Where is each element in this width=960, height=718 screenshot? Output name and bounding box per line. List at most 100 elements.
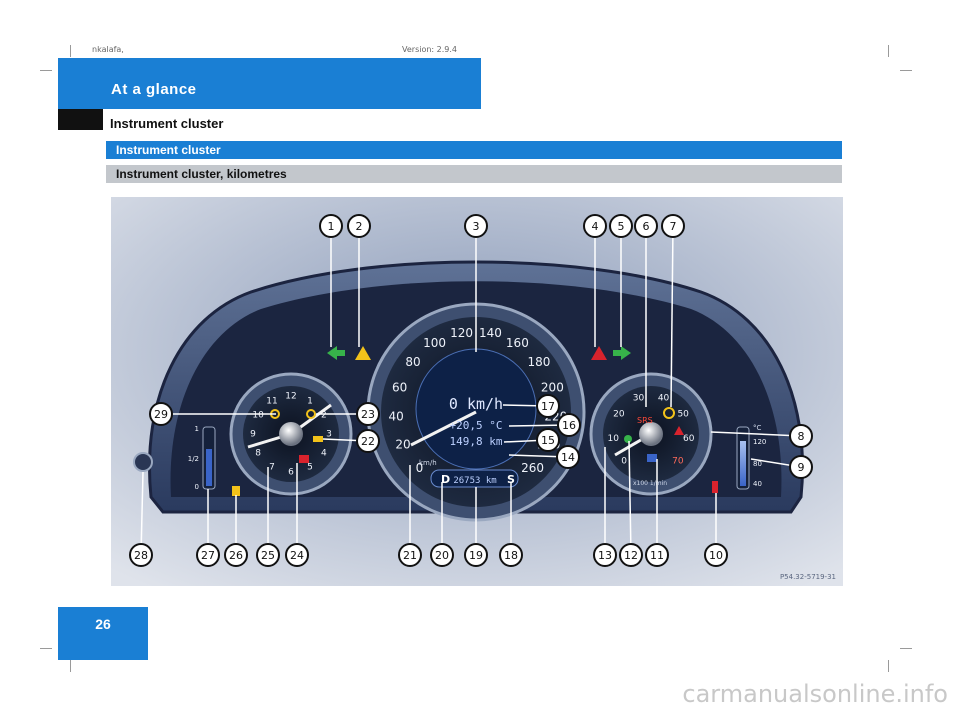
srs-warning-lamp: SRS [637, 416, 653, 425]
callout-badge [347, 214, 371, 238]
clock-tick-label: 7 [269, 462, 275, 472]
callout-badge [536, 394, 560, 418]
callout-badge [464, 214, 488, 238]
callout-badge [356, 402, 380, 426]
clock-tick-label: 11 [266, 397, 277, 407]
clock-tick-label: 9 [250, 430, 256, 440]
callout-badge [789, 424, 813, 448]
callout-number: 3 [473, 220, 480, 233]
coolant-level-bar [740, 441, 746, 486]
callout-badge [583, 214, 607, 238]
callout-number: 12 [624, 549, 638, 562]
callout-badge [398, 543, 422, 567]
callout-number: 26 [229, 549, 243, 562]
coolant-tick-label: 80 [753, 460, 762, 468]
callout-badge [619, 543, 643, 567]
callout-number: 23 [361, 408, 375, 421]
callout-badge [129, 543, 153, 567]
crop-mark [888, 660, 889, 672]
battery-lamp-icon [299, 455, 309, 463]
speedometer-tick-label: 160 [506, 336, 529, 350]
coolant-unit: °C [753, 424, 762, 432]
callout-number: 1 [328, 220, 335, 233]
esp-lamp-icon [674, 426, 684, 435]
callout-number: 27 [201, 549, 215, 562]
speedometer-tick-label: 60 [392, 381, 407, 395]
clock-tick-label: 6 [288, 468, 294, 478]
speedometer-tick-label: 140 [479, 326, 502, 340]
engine-lamp-icon [313, 436, 323, 442]
callout-badge [704, 543, 728, 567]
callout-badge [319, 214, 343, 238]
abs-lamp-icon [663, 407, 675, 419]
clock-tick-label: 12 [285, 392, 296, 402]
instrument-cluster-figure: 020406080100120140160180200220240260 121… [111, 197, 843, 586]
section-label: At a glance [111, 81, 197, 98]
section-marker [58, 109, 103, 130]
display-speed: 0 km/h [449, 395, 503, 413]
clock-tick-label: 3 [326, 430, 332, 440]
callout-number: 9 [798, 461, 805, 474]
gear-indicator: D [441, 473, 450, 486]
callout-badge [556, 445, 580, 469]
tachometer-tick-label: 50 [677, 409, 689, 419]
watermark: carmanualsonline.info [682, 680, 948, 708]
callout-number: 20 [435, 549, 449, 562]
callout-number: 6 [643, 220, 650, 233]
callout-badge [645, 543, 669, 567]
reset-button-icon [133, 452, 153, 472]
crop-mark [40, 70, 52, 71]
callout-badge [256, 543, 280, 567]
fuel-level-bar [206, 449, 212, 486]
speed-unit: km/h [419, 459, 437, 467]
callout-badge [557, 413, 581, 437]
callout-badge [356, 429, 380, 453]
callout-badge [789, 455, 813, 479]
coolant-tick-label: 120 [753, 438, 766, 446]
callout-badge [634, 214, 658, 238]
tachometer-tick-label: 30 [633, 394, 645, 404]
high-beam-lamp-icon [647, 454, 657, 462]
speedometer-tick-label: 80 [405, 355, 420, 369]
fuel-tick-label: 1 [195, 425, 199, 433]
callout-badge [464, 543, 488, 567]
fuel-tick-label: 0 [195, 483, 199, 491]
crop-mark [900, 648, 912, 649]
callout-number: 24 [290, 549, 304, 562]
callout-number: 28 [134, 549, 148, 562]
callout-number: 13 [598, 549, 612, 562]
callout-leader-line [628, 440, 632, 556]
clock-tick-label: 4 [321, 449, 327, 459]
hazard-warning-icon [591, 346, 607, 360]
callout-number: 14 [561, 451, 575, 464]
tachometer-unit: x100 1/min [633, 480, 667, 487]
tachometer-tick-label: 40 [658, 394, 670, 404]
speedometer-tick-label: 100 [423, 336, 446, 350]
callout-number: 17 [541, 400, 555, 413]
speedometer-tick-label: 20 [395, 437, 410, 451]
crop-mark [888, 45, 889, 57]
tachometer-tick-label: 0 [621, 456, 627, 466]
tachometer-tick-label: 70 [672, 456, 684, 466]
clock-hub [279, 422, 303, 446]
page-heading: Instrument cluster [110, 116, 224, 131]
callout-badge [661, 214, 685, 238]
callout-leader-line [140, 471, 144, 556]
speedometer-tick-label: 260 [521, 461, 544, 475]
callout-number: 2 [356, 220, 363, 233]
mode-indicator: S [507, 473, 515, 486]
crop-mark [40, 648, 52, 649]
callout-badge [536, 428, 560, 452]
fuel-tick-label: 1/2 [188, 455, 199, 463]
speedometer-tick-label: 120 [450, 326, 473, 340]
tachometer-tick-label: 20 [613, 409, 625, 419]
section-bar-secondary: Instrument cluster, kilometres [106, 165, 842, 183]
callout-badge [593, 543, 617, 567]
left-turn-signal-icon [327, 346, 345, 360]
crop-mark [70, 660, 71, 672]
coolant-temperature-icon [712, 481, 718, 493]
callout-badge [149, 402, 173, 426]
